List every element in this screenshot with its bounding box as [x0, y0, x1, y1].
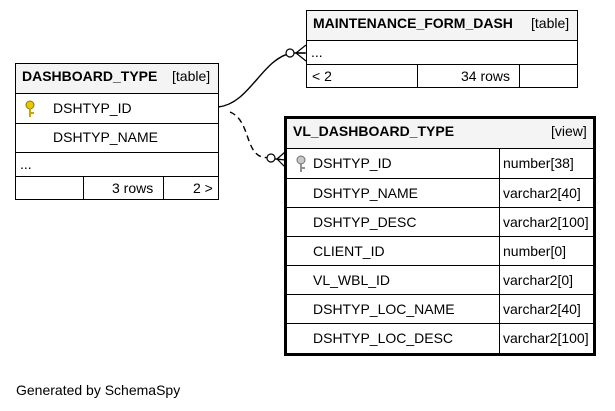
parents-count[interactable]: < 2: [312, 68, 332, 84]
column-type: varchar2[40]: [503, 301, 581, 317]
relationship-line-maintenance: [217, 52, 305, 108]
key-icon: [296, 155, 306, 172]
column-row[interactable]: DSHTYP_ID number[38]: [287, 148, 593, 178]
relationship-end-circle-view: [266, 153, 276, 163]
column-type: varchar2[100]: [503, 214, 589, 230]
children-count[interactable]: 2 >: [193, 180, 213, 196]
column-name: DSHTYP_LOC_NAME: [313, 301, 455, 317]
vl-dashboard-type-view[interactable]: VL_DASHBOARD_TYPE [view] DSHTYP_ID numbe…: [284, 116, 596, 356]
column-name: DSHTYP_NAME: [313, 185, 419, 201]
column-type: number[38]: [503, 155, 574, 171]
dashboard-type-table[interactable]: DASHBOARD_TYPE [table] DSHTYP_ID DSHTYP_…: [15, 63, 219, 200]
column-row[interactable]: DSHTYP_LOC_NAME varchar2[40]: [287, 294, 593, 323]
column-name: DSHTYP_NAME: [53, 129, 159, 145]
column-row[interactable]: DSHTYP_NAME varchar2[40]: [287, 178, 593, 207]
column-name: CLIENT_ID: [313, 243, 385, 259]
column-name: DSHTYP_LOC_DESC: [313, 330, 454, 346]
relationship-crowfoot-maintenance: [295, 44, 307, 62]
column-name: VL_WBL_ID: [313, 272, 391, 288]
column-name: DSHTYP_ID: [53, 100, 132, 116]
table-header: DASHBOARD_TYPE [table]: [16, 64, 218, 93]
column-row[interactable]: DSHTYP_NAME: [16, 123, 218, 152]
column-row[interactable]: DSHTYP_LOC_DESC varchar2[100]: [287, 323, 593, 353]
column-row[interactable]: CLIENT_ID number[0]: [287, 236, 593, 265]
ellipsis: ...: [20, 156, 32, 172]
table-kind: [table]: [531, 15, 570, 31]
stats-row: < 2 34 rows: [307, 64, 577, 87]
ellipsis: ...: [311, 44, 323, 60]
stats-row: 3 rows 2 >: [16, 176, 218, 199]
relationship-line-view: [229, 111, 284, 161]
column-row[interactable]: DSHTYP_ID: [16, 93, 218, 123]
column-type: number[0]: [503, 243, 567, 259]
column-type: varchar2[100]: [503, 330, 589, 346]
column-row[interactable]: DSHTYP_DESC varchar2[100]: [287, 207, 593, 236]
generator-footer: Generated by SchemaSpy: [16, 382, 181, 398]
relationship-crowfoot-view: [276, 151, 286, 168]
table-name: VL_DASHBOARD_TYPE: [293, 123, 455, 139]
column-type: varchar2[40]: [503, 185, 581, 201]
table-header: VL_DASHBOARD_TYPE [view]: [287, 119, 593, 148]
column-row[interactable]: VL_WBL_ID varchar2[0]: [287, 265, 593, 294]
column-type: varchar2[0]: [503, 272, 574, 288]
table-name: MAINTENANCE_FORM_DASH: [313, 15, 513, 31]
maintenance-form-dash-table[interactable]: MAINTENANCE_FORM_DASH [table] ... < 2 34…: [306, 10, 578, 88]
table-name: DASHBOARD_TYPE: [22, 68, 158, 84]
table-kind: [view]: [551, 123, 587, 139]
ellipsis-row: ...: [307, 40, 577, 64]
table-header: MAINTENANCE_FORM_DASH [table]: [307, 11, 577, 40]
relationship-end-circle-maintenance: [285, 48, 295, 58]
column-name: DSHTYP_ID: [313, 155, 392, 171]
key-icon: [25, 100, 35, 117]
table-kind: [table]: [172, 68, 211, 84]
ellipsis-row: ...: [16, 152, 218, 176]
row-count: 3 rows: [112, 180, 154, 196]
column-name: DSHTYP_DESC: [313, 214, 417, 230]
row-count: 34 rows: [461, 68, 511, 84]
